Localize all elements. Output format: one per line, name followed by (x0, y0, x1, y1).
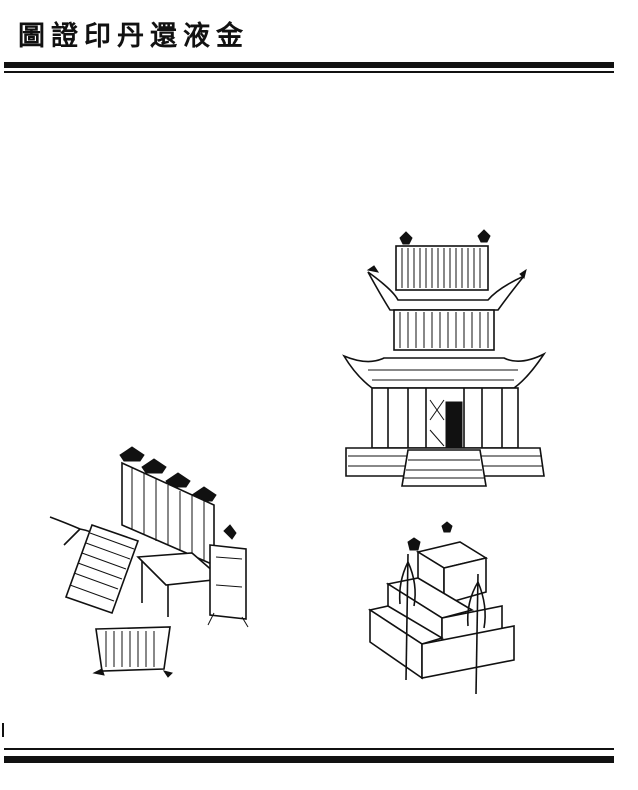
stepped-furnace-icon (362, 521, 522, 697)
page-title: 圖證印丹還液金 (18, 21, 249, 52)
top-border-thick (4, 62, 614, 68)
top-border-thin (4, 71, 614, 73)
pagoda-tower-icon (338, 229, 548, 490)
altar-platform-icon (46, 445, 256, 680)
edge-mark (2, 723, 4, 737)
bottom-border-thin (4, 748, 614, 750)
bottom-border-thick (4, 756, 614, 763)
